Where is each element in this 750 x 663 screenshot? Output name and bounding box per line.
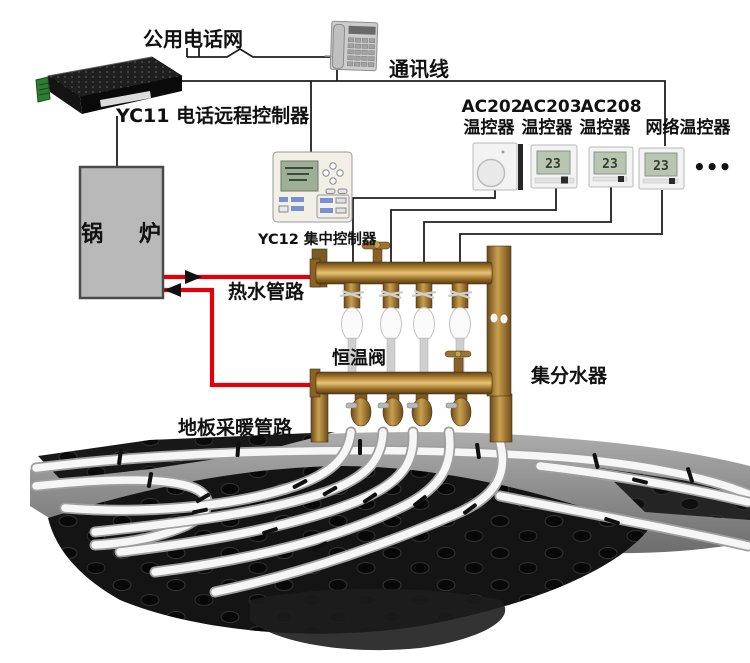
boiler-label: 锅 炉: [81, 221, 175, 247]
yc11-label: YC11 电话远程控制器: [115, 104, 310, 127]
more-devices-dots: •••: [693, 155, 731, 179]
button-strip: [642, 178, 679, 184]
post-hole: [490, 313, 498, 323]
actuator-valve: [378, 282, 404, 374]
right-leg: [489, 393, 513, 443]
device-label-sticker: [100, 91, 151, 107]
ac203-model-label: AC203: [520, 97, 581, 117]
wire-ac202: [352, 190, 496, 310]
button-strip: [534, 177, 575, 184]
return-pipe: [163, 287, 316, 388]
thermostat-ac203: 23: [530, 144, 578, 189]
lcd-value: 23: [602, 157, 618, 172]
pipe-clips: [117, 439, 694, 551]
thermostat-ac202: [472, 142, 523, 191]
board-fragment-bottom: [250, 588, 506, 651]
thermostat-network: 23: [638, 147, 685, 190]
communication-wires: [116, 47, 666, 167]
outlet-valve: [406, 393, 433, 427]
outlet-valves: [345, 393, 472, 427]
thermostatic-valve-label: 恒温阀: [332, 347, 386, 369]
wire-ac203: [390, 188, 557, 310]
ac203-type-label: 温控器: [522, 117, 574, 138]
phone-display: [348, 25, 376, 35]
yc12-nav-buttons: [322, 162, 344, 185]
actuator-valve: [339, 282, 365, 374]
left-leg: [310, 393, 329, 443]
manifold: [309, 241, 513, 443]
vent-holes: [48, 57, 182, 97]
outlet-valve: [377, 393, 404, 427]
comm-bus-line: [180, 80, 666, 146]
boiler: 锅 炉: [78, 165, 175, 300]
button-strip: [592, 176, 628, 182]
bottom-shutoff-valve: [444, 350, 472, 374]
yc12-lcd: [280, 160, 319, 192]
ac202-model-label: AC202: [461, 97, 522, 117]
bottom-bar: [315, 371, 493, 395]
outlet-valve: [445, 393, 472, 427]
top-shutoff-valve: [361, 241, 391, 264]
yc12-label: YC12 集中控制器: [257, 230, 377, 248]
comm-line-label: 通讯线: [389, 57, 449, 81]
post-hole: [500, 314, 508, 324]
phone-handset: [331, 23, 346, 69]
hot-water-pipes-label: 热水管路: [228, 280, 305, 303]
manifold-label: 集分水器: [530, 364, 608, 387]
public-phone-network-label: 公用电话网: [143, 27, 243, 51]
dial-knob: [476, 158, 506, 188]
power-button: [618, 176, 624, 182]
phone-keypad: [347, 37, 376, 67]
outlet-valve: [345, 393, 372, 427]
device-side-face: [48, 76, 82, 114]
ac208-type-label: 温控器: [580, 117, 632, 138]
lcd: [644, 152, 678, 177]
network-thermostat-label: 网络温控器: [646, 117, 732, 138]
lcd-value: 23: [545, 157, 561, 172]
led-dot: [501, 150, 505, 154]
boiler-box: [78, 165, 165, 300]
power-button: [561, 176, 568, 184]
ac208-model-label: AC208: [580, 97, 641, 117]
label-bracket-lines: [186, 48, 200, 57]
heating-pipes: [30, 426, 750, 598]
terminal-teeth: [38, 82, 50, 96]
floor-heating-pipes-label: 地板采暖管路: [178, 416, 293, 439]
actuator-valve: [411, 282, 437, 374]
yc11-device: [35, 56, 183, 114]
lcd-value: 23: [653, 159, 669, 174]
lcd: [593, 151, 627, 175]
flow-arrow-left-icon: [164, 283, 181, 297]
ac202-type-label: 温控器: [464, 117, 516, 138]
flow-arrow-right-icon: [185, 270, 202, 284]
telephone: [324, 20, 379, 72]
yc12-buttons: [278, 188, 350, 219]
yc12-lcd-text-lines: [285, 167, 313, 181]
side-shadow: [518, 144, 523, 190]
phone-line-zigzag: [187, 47, 333, 58]
yc12-device: [272, 151, 353, 223]
top-bar: [315, 261, 493, 285]
edge-highlight: [47, 56, 153, 77]
lcd: [536, 150, 571, 175]
hot-water-piping: [163, 270, 316, 388]
floor-photo: [30, 426, 750, 651]
diagram-labels: 公用电话网 通讯线 YC11 电话远程控制器 YC12 集中控制器 AC202 …: [115, 27, 731, 439]
power-button: [669, 178, 675, 184]
thermostat-ac208: 23: [588, 146, 634, 188]
